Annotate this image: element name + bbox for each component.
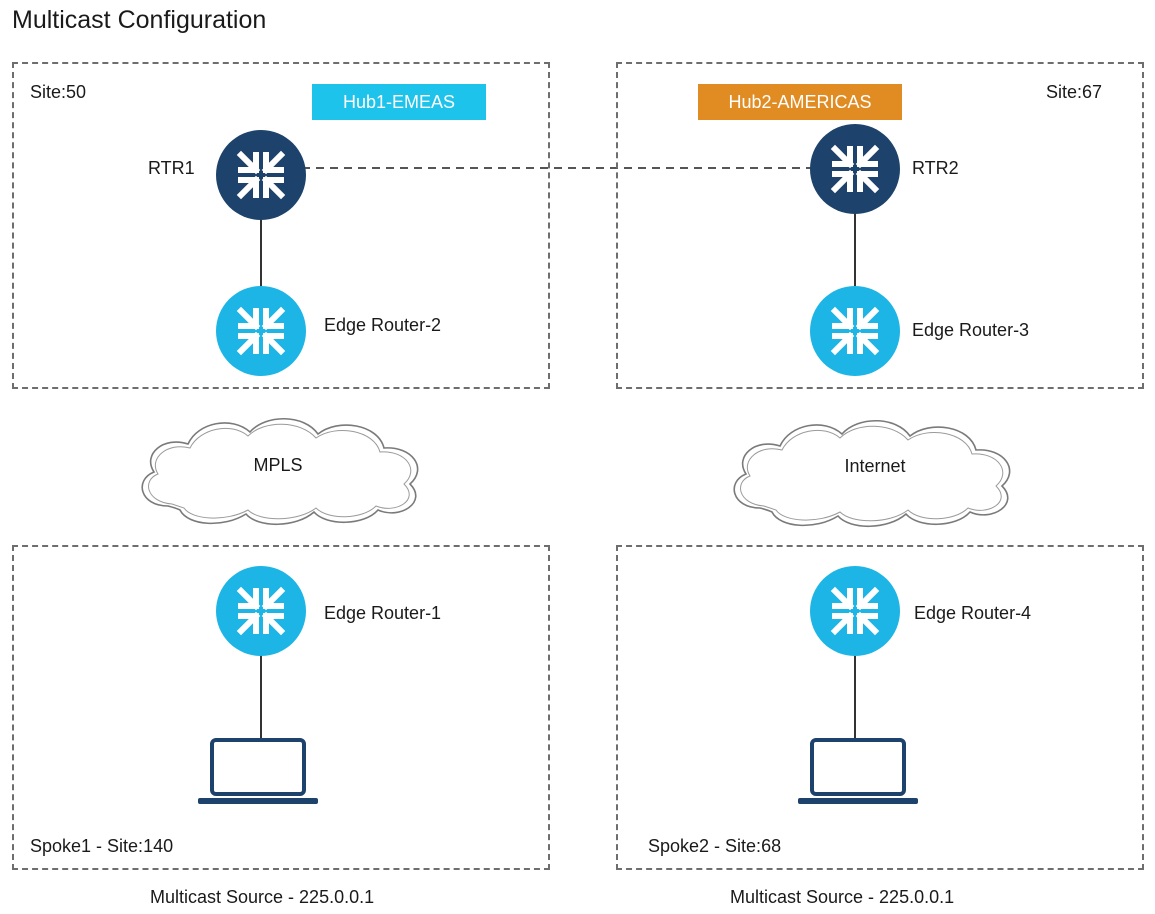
router-arrows-icon: [830, 306, 880, 356]
internet-label: Internet: [844, 456, 906, 476]
edge-router-4: [810, 566, 900, 656]
spoke1-site-label: Spoke1 - Site:140: [30, 836, 174, 856]
spoke2-multicast-source: Multicast Source - 225.0.0.1: [730, 887, 955, 907]
mpls-cloud-icon: [141, 417, 419, 525]
hub2-site-label: Site:67: [1046, 82, 1103, 102]
router-arrows-icon: [236, 306, 286, 356]
hub1-tag: Hub1-EMEAS: [312, 84, 486, 120]
edge-router-4-label: Edge Router-4: [914, 603, 1032, 623]
hub2-tag: Hub2-AMERICAS: [698, 84, 902, 120]
hub1-site-box: [12, 62, 550, 389]
spoke1-site-box: [12, 545, 550, 870]
router-arrows-icon: [830, 586, 880, 636]
page-title: Multicast Configuration: [12, 6, 267, 34]
router-arrows-icon: [830, 144, 880, 194]
laptop-icon: [798, 738, 918, 804]
router-arrows-icon: [236, 150, 286, 200]
hub2-site-box: [616, 62, 1144, 389]
mpls-label: MPLS: [253, 455, 303, 475]
internet-cloud-icon: [733, 419, 1011, 527]
hub1-site-label: Site:50: [30, 82, 87, 102]
edge-router-3-label: Edge Router-3: [912, 320, 1030, 340]
rtr2-label: RTR2: [912, 158, 959, 178]
rtr2-router: [810, 124, 900, 214]
edge-router-1-label: Edge Router-1: [324, 603, 442, 623]
spoke1-multicast-source: Multicast Source - 225.0.0.1: [150, 887, 375, 907]
edge-router-3: [810, 286, 900, 376]
spoke2-site-box: [616, 545, 1144, 870]
spoke2-site-label: Spoke2 - Site:68: [648, 836, 782, 856]
rtr1-label: RTR1: [148, 158, 195, 178]
router-arrows-icon: [236, 586, 286, 636]
laptop-icon: [198, 738, 318, 804]
rtr1-router: [216, 130, 306, 220]
edge-router-2: [216, 286, 306, 376]
edge-router-2-label: Edge Router-2: [324, 315, 442, 335]
edge-router-1: [216, 566, 306, 656]
